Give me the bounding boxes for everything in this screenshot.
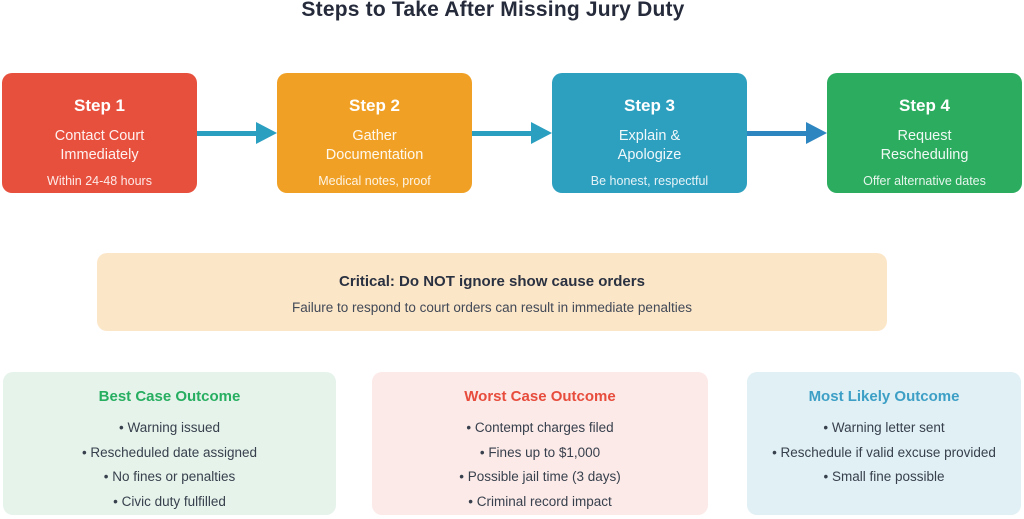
step-4-label: Step 4: [898, 96, 951, 115]
step-1-note: Within 24-48 hours: [47, 174, 152, 188]
step-box-2: Step 2 Gather Documentation Medical note…: [277, 73, 472, 193]
step-2-description: Gather Documentation: [277, 127, 472, 165]
list-item: Small fine possible: [769, 465, 999, 490]
step-box-4: Step 4 Request Rescheduling Offer altern…: [827, 73, 1022, 193]
step-3-description-line1: Explain &: [618, 128, 681, 144]
warning-title: Critical: Do NOT ignore show cause order…: [339, 273, 645, 290]
most-likely-outcome-title: Most Likely Outcome: [808, 388, 960, 405]
list-item: Warning issued: [25, 416, 314, 441]
flow-arrow-1-head-icon: [256, 122, 277, 144]
list-item: Civic duty fulfilled: [25, 490, 314, 515]
best-case-outcome-list: Warning issued Rescheduled date assigned…: [3, 416, 336, 514]
step-2-description-line1: Gather: [352, 128, 397, 144]
list-item: Contempt charges filed: [394, 416, 686, 441]
step-3-description-line2: Apologize: [617, 147, 682, 163]
critical-warning-banner: Critical: Do NOT ignore show cause order…: [97, 253, 887, 331]
step-4-description: Request Rescheduling: [827, 127, 1022, 165]
most-likely-outcome-list: Warning letter sent Reschedule if valid …: [747, 416, 1021, 490]
step-2-note: Medical notes, proof: [318, 174, 431, 188]
flow-arrow-2: [472, 121, 552, 145]
worst-case-outcome-list: Contempt charges filed Fines up to $1,00…: [372, 416, 708, 514]
flow-arrow-3: [747, 121, 827, 145]
list-item: Possible jail time (3 days): [394, 465, 686, 490]
step-3-label: Step 3: [623, 96, 676, 115]
flow-arrow-3-head-icon: [806, 122, 827, 144]
worst-case-outcome-card: Worst Case Outcome Contempt charges file…: [372, 372, 708, 515]
step-1-description-line2: Immediately: [60, 147, 139, 163]
most-likely-outcome-card: Most Likely Outcome Warning letter sent …: [747, 372, 1021, 515]
list-item: No fines or penalties: [25, 465, 314, 490]
step-box-1: Step 1 Contact Court Immediately Within …: [2, 73, 197, 193]
step-4-description-line1: Request: [897, 128, 952, 144]
list-item: Reschedule if valid excuse provided: [769, 441, 999, 466]
best-case-outcome-title: Best Case Outcome: [98, 388, 241, 405]
step-box-3: Step 3 Explain & Apologize Be honest, re…: [552, 73, 747, 193]
step-1-label: Step 1: [73, 96, 126, 115]
step-4-note: Offer alternative dates: [863, 174, 986, 188]
list-item: Rescheduled date assigned: [25, 441, 314, 466]
page-title: Steps to Take After Missing Jury Duty: [301, 0, 685, 21]
flow-arrow-2-head-icon: [531, 122, 552, 144]
step-1-description: Contact Court Immediately: [2, 127, 197, 165]
step-4-description-line2: Rescheduling: [880, 147, 969, 163]
best-case-outcome-card: Best Case Outcome Warning issued Resched…: [3, 372, 336, 515]
worst-case-outcome-title: Worst Case Outcome: [464, 388, 616, 405]
list-item: Warning letter sent: [769, 416, 999, 441]
step-3-description: Explain & Apologize: [552, 127, 747, 165]
flow-arrow-2-line: [472, 131, 536, 136]
flow-arrow-1-line: [197, 131, 261, 136]
flow-arrow-1: [197, 121, 277, 145]
step-3-note: Be honest, respectful: [590, 174, 709, 188]
step-2-description-line2: Documentation: [325, 147, 424, 163]
warning-body: Failure to respond to court orders can r…: [292, 300, 692, 315]
step-1-description-line1: Contact Court: [54, 128, 145, 144]
list-item: Criminal record impact: [394, 490, 686, 515]
step-2-label: Step 2: [348, 96, 401, 115]
list-item: Fines up to $1,000: [394, 441, 686, 466]
flow-arrow-3-line: [747, 131, 811, 136]
